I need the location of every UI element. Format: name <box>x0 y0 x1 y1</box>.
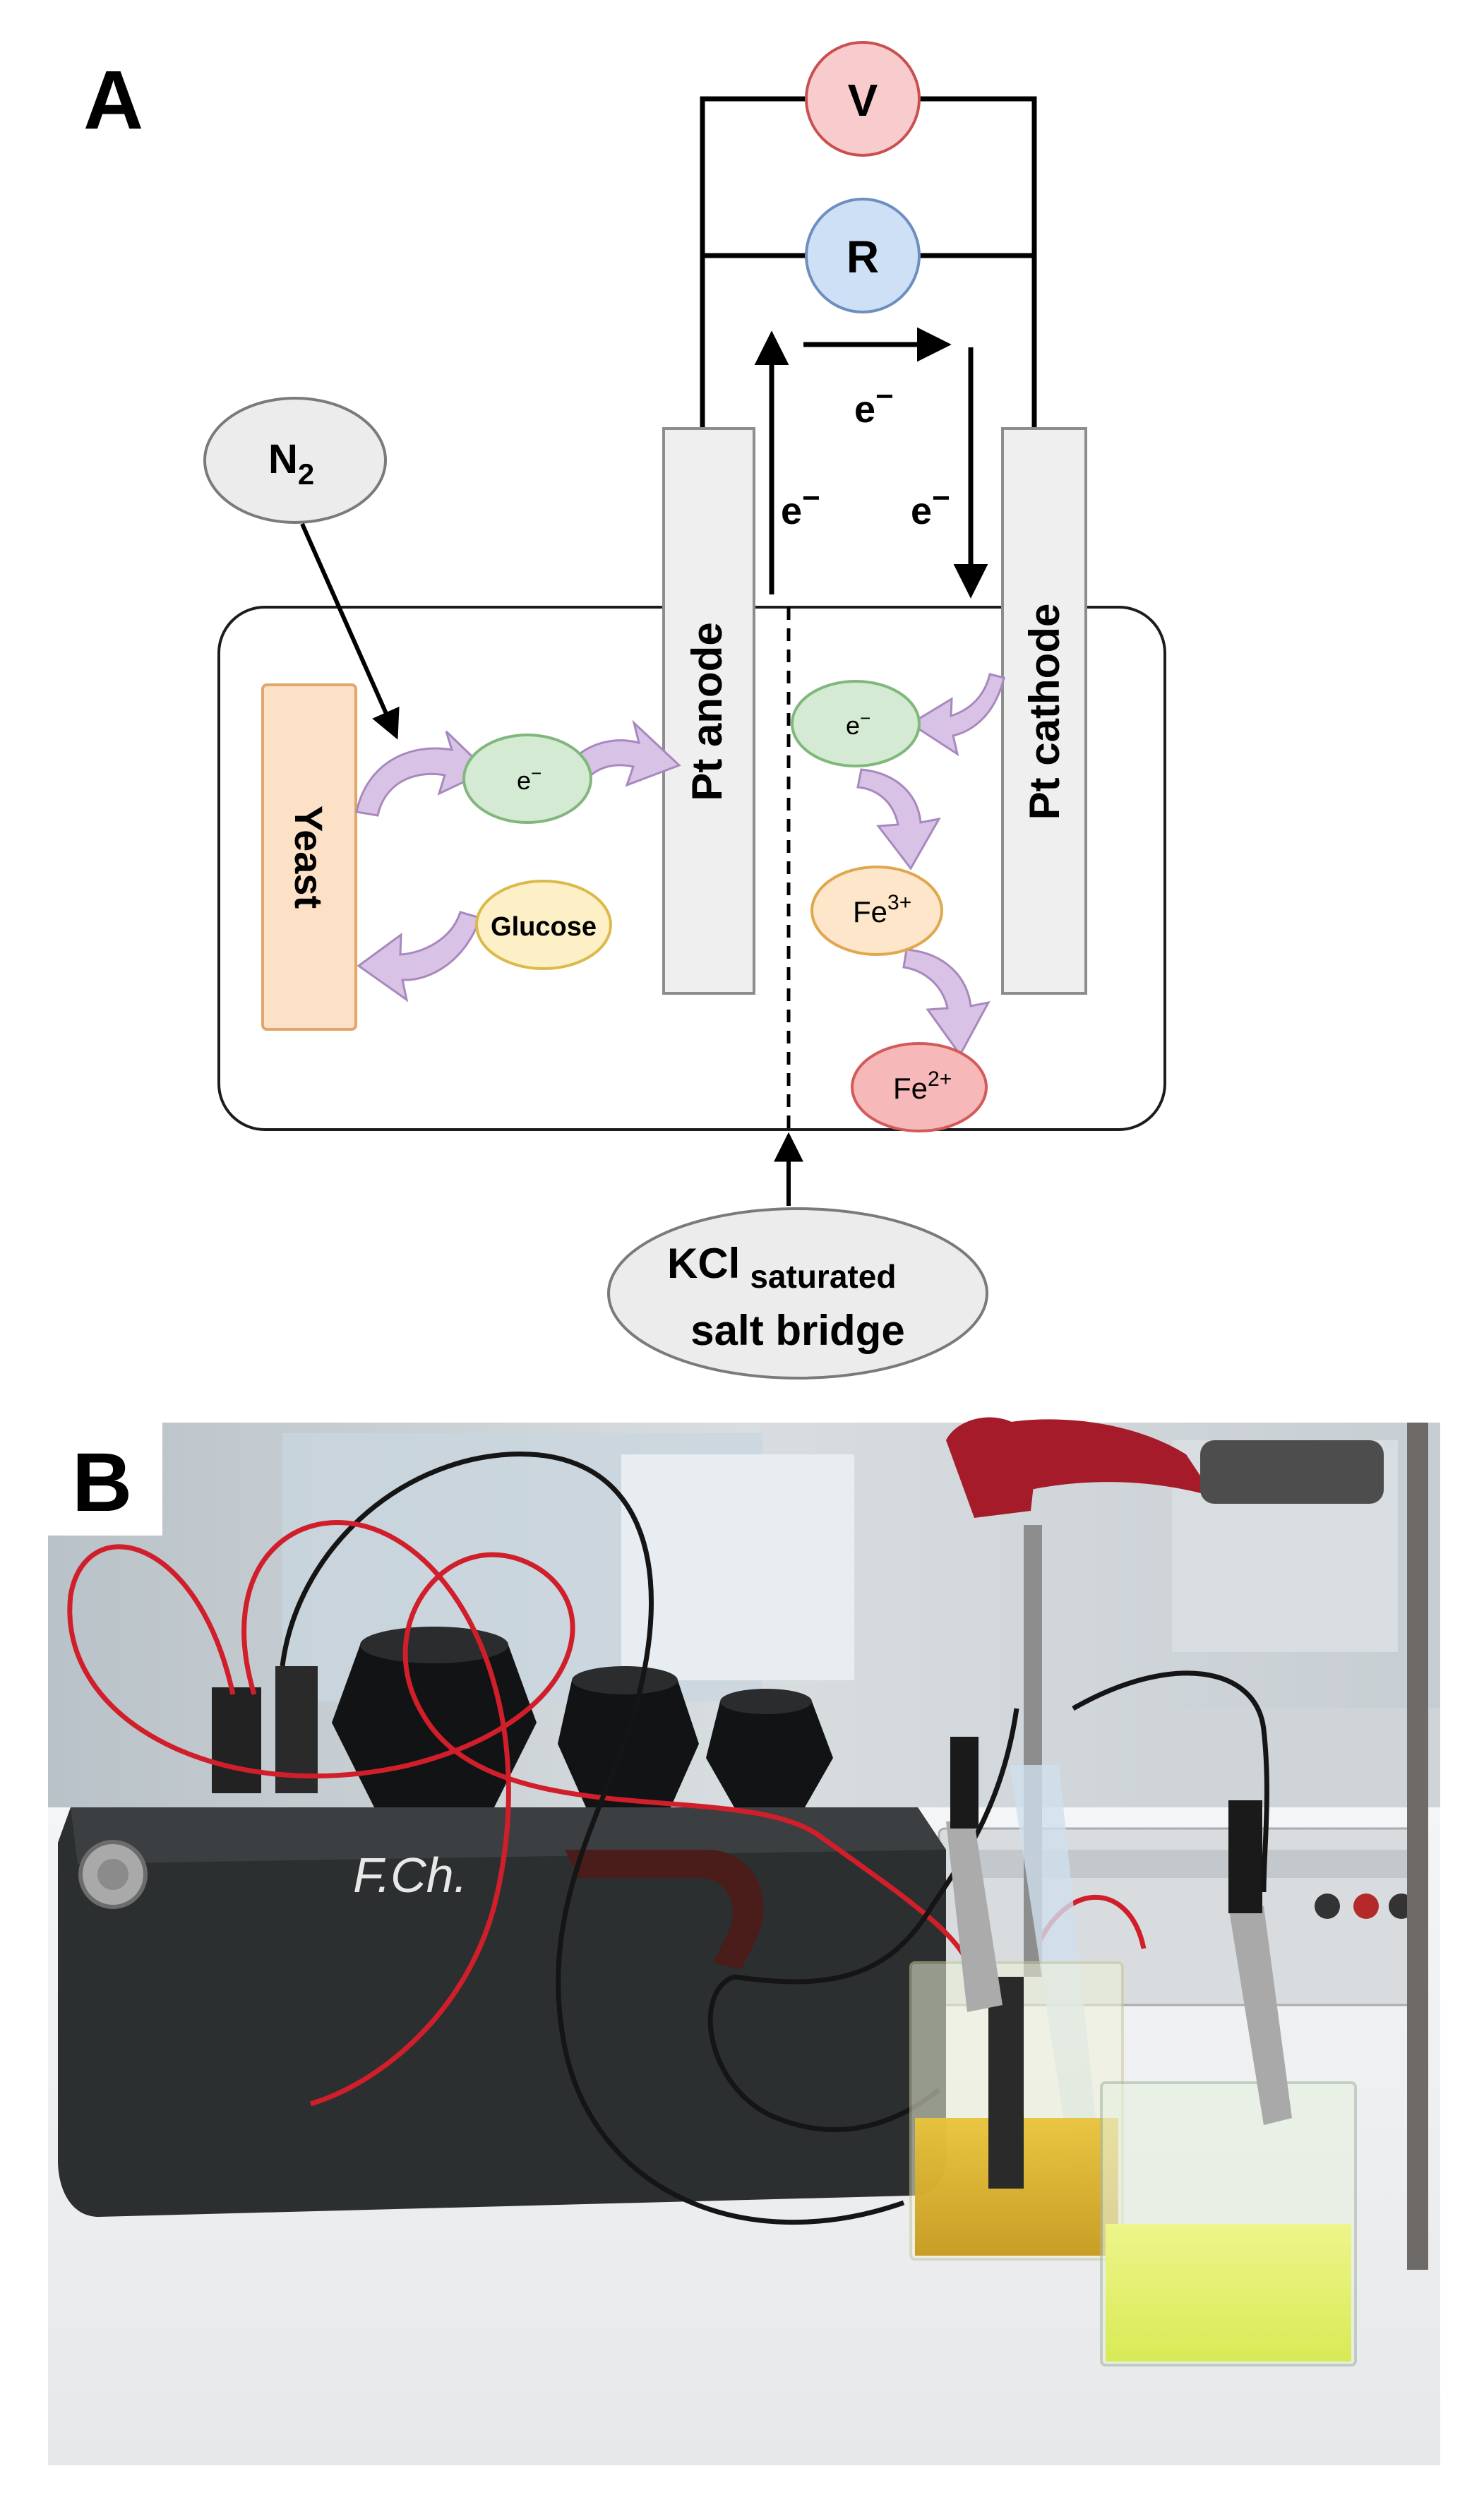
electron-node-cathode: e− <box>791 680 921 767</box>
electron-flow-arrows <box>754 327 988 599</box>
electron-label-left: e− <box>781 481 820 532</box>
cuvette-anode <box>909 1737 1124 2261</box>
fe2-node: Fe2+ <box>851 1042 988 1132</box>
electron-node-cathode-label: e− <box>846 707 870 740</box>
panel-a-label: A <box>83 54 143 147</box>
resistor-label: R <box>846 232 879 282</box>
electron-node-anode-label: e− <box>517 762 541 795</box>
glucose-label: Glucose <box>491 912 597 942</box>
nitrogen-label: N2 <box>268 436 314 491</box>
voltmeter: V <box>805 41 921 157</box>
electron-node-anode: e− <box>462 734 592 824</box>
salt-bridge-label-line2: salt bridge <box>690 1307 904 1354</box>
nitrogen-bubble: N2 <box>203 397 387 524</box>
photo-box-label: F.Ch. <box>353 1848 467 1903</box>
pt-cathode: Pt cathode <box>1001 427 1087 995</box>
yeast-label: Yeast <box>287 806 331 909</box>
photo-panel: F.Ch. <box>48 1417 1440 2465</box>
pt-anode: Pt anode <box>662 427 755 995</box>
circuit-wires <box>700 96 1037 429</box>
fe2-label: Fe2+ <box>893 1067 952 1105</box>
nitrogen-arrow <box>300 522 400 740</box>
panel-b-label: B <box>72 1436 132 1529</box>
voltmeter-label: V <box>848 75 878 126</box>
glucose-node: Glucose <box>475 880 612 970</box>
fe3-node: Fe3+ <box>810 866 943 956</box>
electron-label-right: e− <box>911 481 950 532</box>
fe3-label: Fe3+ <box>853 891 911 928</box>
cathode-label: Pt cathode <box>1021 604 1068 820</box>
anode-label: Pt anode <box>683 622 731 801</box>
resistor: R <box>805 198 921 313</box>
cuvette-cathode <box>1100 1800 1357 2367</box>
yeast-block: Yeast <box>261 683 357 1031</box>
electron-label-top: e− <box>854 379 894 431</box>
